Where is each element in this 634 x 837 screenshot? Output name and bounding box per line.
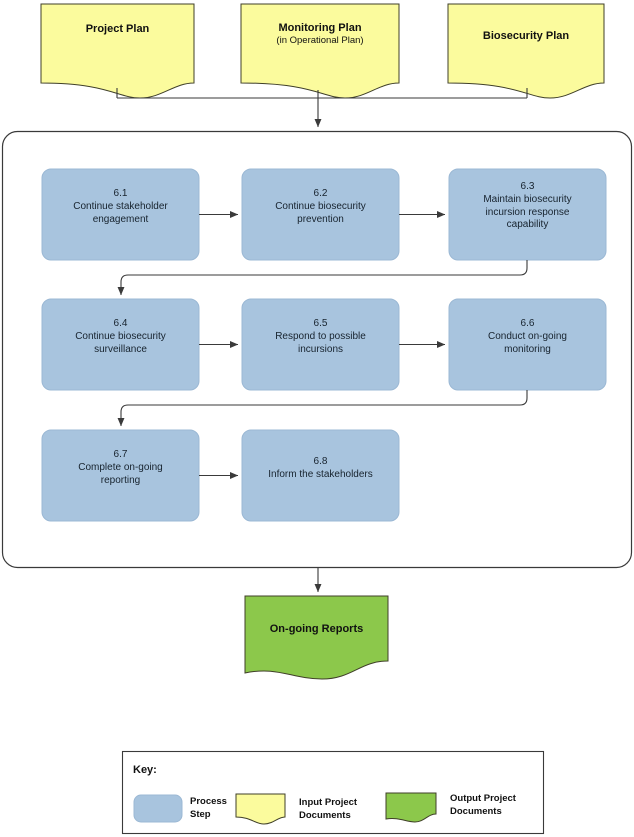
connector-6-6-to-6-7 [117,390,528,427]
connector-6-3-to-6-4 [117,260,528,296]
key-swatch-output-project-documents [385,792,437,823]
process-step-shape-6-5[interactable] [241,298,400,391]
key-legend-box [121,750,545,835]
process-step-shape-6-6[interactable] [448,298,607,391]
key-swatch-process-step [133,794,183,823]
process-step-shape-6-2[interactable] [241,168,400,261]
connector-inputs-to-process-group [116,88,528,128]
output-document-shape-on-going-reports [244,595,389,680]
input-document-shape-project-plan [40,3,195,99]
process-step-shape-6-7[interactable] [41,429,200,522]
process-step-shape-6-4[interactable] [41,298,200,391]
process-step-shape-6-1[interactable] [41,168,200,261]
input-document-shape-monitoring-plan [240,3,400,99]
input-document-shape-biosecurity-plan [447,3,605,99]
process-step-shape-6-8[interactable] [241,429,400,522]
process-step-shape-6-3[interactable] [448,168,607,261]
key-swatch-input-project-documents [235,793,286,825]
